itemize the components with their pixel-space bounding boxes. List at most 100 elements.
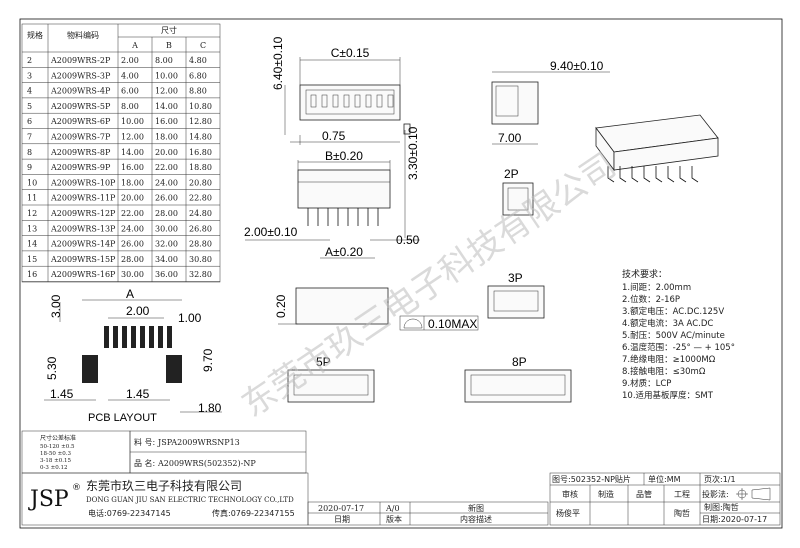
material-no-value: JSPA2009WRSNP13 [157,438,240,447]
tech-item: 10.适用基板厚度：SMT [622,390,714,401]
dim-0-20: 0.20 [274,294,288,318]
spec-cell: 12.00 [121,133,144,142]
spec-cell: 30.80 [189,255,212,264]
pcb-3-00: 3.00 [49,294,63,318]
tech-item: 7.绝缘电阻：≥1000MΩ [622,354,716,365]
spec-cell: 22.00 [121,209,144,218]
spec-cell: 18.00 [121,178,144,187]
spec-cell: 2.00 [121,56,139,65]
page-count: 页次:1/1 [704,474,736,484]
company-logo: JSP [28,487,69,512]
spec-cell: 18.80 [189,163,212,172]
spec-cell: 10 [27,178,37,187]
front-view: B±0.20 3.30±0.10 2.00±0.10 0.50 A±0.20 [244,126,420,259]
flatness-label: 0.10MAX [428,317,477,331]
pcb-1-45-left: 1.45 [50,387,74,401]
bottom-view: 0.20 0.10MAX [274,287,479,331]
unit: 单位:MM [648,474,681,484]
variant-3p: 3P [487,271,545,319]
company-name-en: DONG GUAN JIU SAN ELECTRIC TECHNOLOGY CO… [86,496,294,504]
spec-cell: 5 [27,102,32,111]
spec-cell: A2009WRS-11P [50,194,116,203]
tech-item: 1.间距：2.00mm [622,283,691,293]
spec-cell: 15 [27,255,37,264]
draw-date: 日期:2020-07-17 [702,515,767,524]
spec-cell: 7 [27,133,32,142]
spec-cell: 11 [27,194,37,203]
spec-cell: A2009WRS-3P [50,71,111,80]
spec-cell: 36.00 [155,270,178,279]
label-8p: 8P [512,355,527,369]
spec-cell: 28.00 [121,255,144,264]
spec-cell: 22.80 [189,194,212,203]
dim-b: B±0.20 [325,149,363,163]
spec-cell: 26.00 [121,240,144,249]
company-tel: 电话:0769-22347145 [88,508,171,518]
spec-cell: A2009WRS-10P [50,178,116,187]
dim-0-50: 0.50 [396,233,420,247]
spec-cell: 14 [27,240,37,249]
spec-cell: 24.00 [155,178,178,187]
spec-cell: 4.80 [189,56,207,65]
spec-cell: 32.80 [189,270,212,279]
material-name-value: A2009WRS(502352)-NP [157,459,256,468]
eng-header: 工程 [674,490,690,499]
revision-desc-header: 内容描述 [460,514,492,524]
pcb-layout: 3.00 A 2.00 1.00 5.30 9.70 1.45 1.45 1.8… [44,287,222,424]
projection-label: 投影法: [702,489,729,499]
spec-col-c: C [200,41,206,50]
pcb-layout-title: PCB LAYOUT [88,412,157,424]
spec-cell: 30.00 [121,270,144,279]
spec-cell: 6 [27,117,32,126]
spec-cell: 3 [27,71,32,80]
tech-item: 5.耐压：500V AC/minute [622,330,725,341]
tolerance-title: 尺寸公差标准 [40,434,76,442]
spec-cell: 28.00 [155,209,178,218]
spec-cell: 24.80 [189,209,212,218]
pcb-2-00: 2.00 [126,304,150,318]
material-name-label: 品 名: [134,458,155,468]
spec-cell: 10.00 [121,117,144,126]
pcb-a: A [126,287,134,301]
spec-cell: 9 [27,163,32,172]
projection-symbol-icon [736,487,771,501]
spec-col-dims: 尺寸 [161,25,177,35]
spec-cell: 28.80 [189,240,212,249]
spec-cell: A2009WRS-7P [50,133,111,142]
iso-view [595,114,719,183]
top-view: C±0.15 6.40±0.10 0.75 [271,36,411,145]
spec-cell: 16 [27,270,37,279]
company-name-cn: 东莞市玖三电子科技有限公司 [86,478,242,493]
spec-cell: 22.00 [155,163,178,172]
spec-cell: 8.00 [155,56,173,65]
title-block: 尺寸公差标准 50-120 ±0.518-50 ±0.33-18 ±0.150-… [21,430,781,526]
tech-item: 4.额定电流：3A AC.DC [622,318,713,329]
label-2p: 2P [504,167,519,181]
spec-cell: 12.80 [189,117,212,126]
variant-8p: 8P [464,355,572,403]
material-no-label: 料 号: [134,437,155,447]
spec-cell: A2009WRS-8P [50,148,111,157]
label-3p: 3P [508,271,523,285]
spec-cell: A2009WRS-4P [50,87,111,96]
side-view: 9.40±0.10 7.00 [491,59,610,145]
spec-cell: A2009WRS-6P [50,117,111,126]
spec-cell: 30.00 [155,224,178,233]
revision-version-header: 版本 [386,514,402,524]
tech-requirements: 技术要求： 1.间距：2.00mm2.位数：2-16P3.额定电压：AC.DC.… [622,268,735,401]
revision-desc: 新图 [468,503,484,513]
spec-cell: 20.00 [121,194,144,203]
spec-cell: 10.00 [155,71,178,80]
registered-mark: ® [72,483,81,493]
dim-3-30: 3.30±0.10 [406,126,420,180]
pcb-5-30: 5.30 [45,356,59,380]
spec-cell: 14.80 [189,133,212,142]
spec-cell: 8 [27,148,32,157]
dim-2-00-pitch: 2.00±0.10 [244,225,298,239]
spec-cell: 26.80 [189,224,212,233]
pcb-1-80: 1.80 [198,401,222,415]
spec-cell: 34.00 [155,255,178,264]
pcb-1-00: 1.00 [178,311,202,325]
